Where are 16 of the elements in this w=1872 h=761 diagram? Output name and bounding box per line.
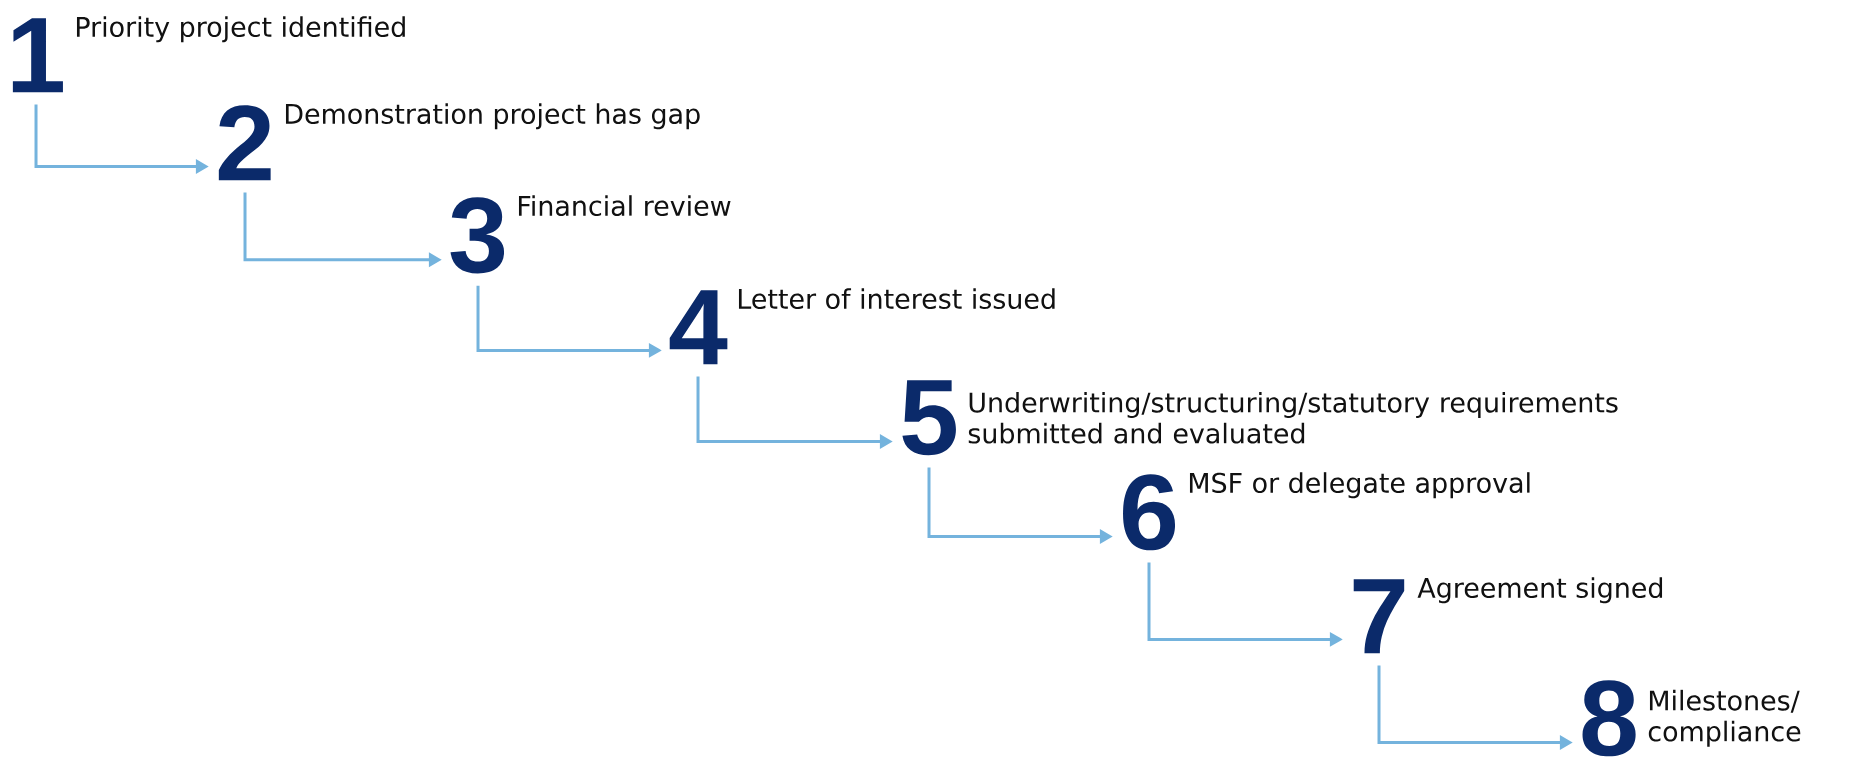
- step-number: 6: [1123, 474, 1176, 551]
- step-number: 5: [902, 380, 956, 456]
- step-label: Priority project identified: [77, 16, 405, 43]
- step-label: Milestones/ compliance: [1648, 689, 1801, 747]
- step-label: Letter of interest issued: [738, 288, 1055, 309]
- step-number: 2: [218, 105, 271, 181]
- step-number: 7: [1353, 579, 1405, 654]
- step-number: 4: [669, 290, 728, 365]
- step-number: 1: [12, 18, 63, 93]
- step-label: Underwriting/structuring/statutory requirements submitted and evaluated: [968, 391, 1618, 444]
- step-number: 8: [1582, 680, 1636, 757]
- step-label: Agreement signed: [1417, 577, 1663, 604]
- step-label: MSF or delegate approval: [1189, 472, 1530, 499]
- step-label: Demonstration project has gap: [285, 103, 700, 130]
- step-label: Financial review: [518, 195, 731, 216]
- step-number: 3: [450, 197, 505, 274]
